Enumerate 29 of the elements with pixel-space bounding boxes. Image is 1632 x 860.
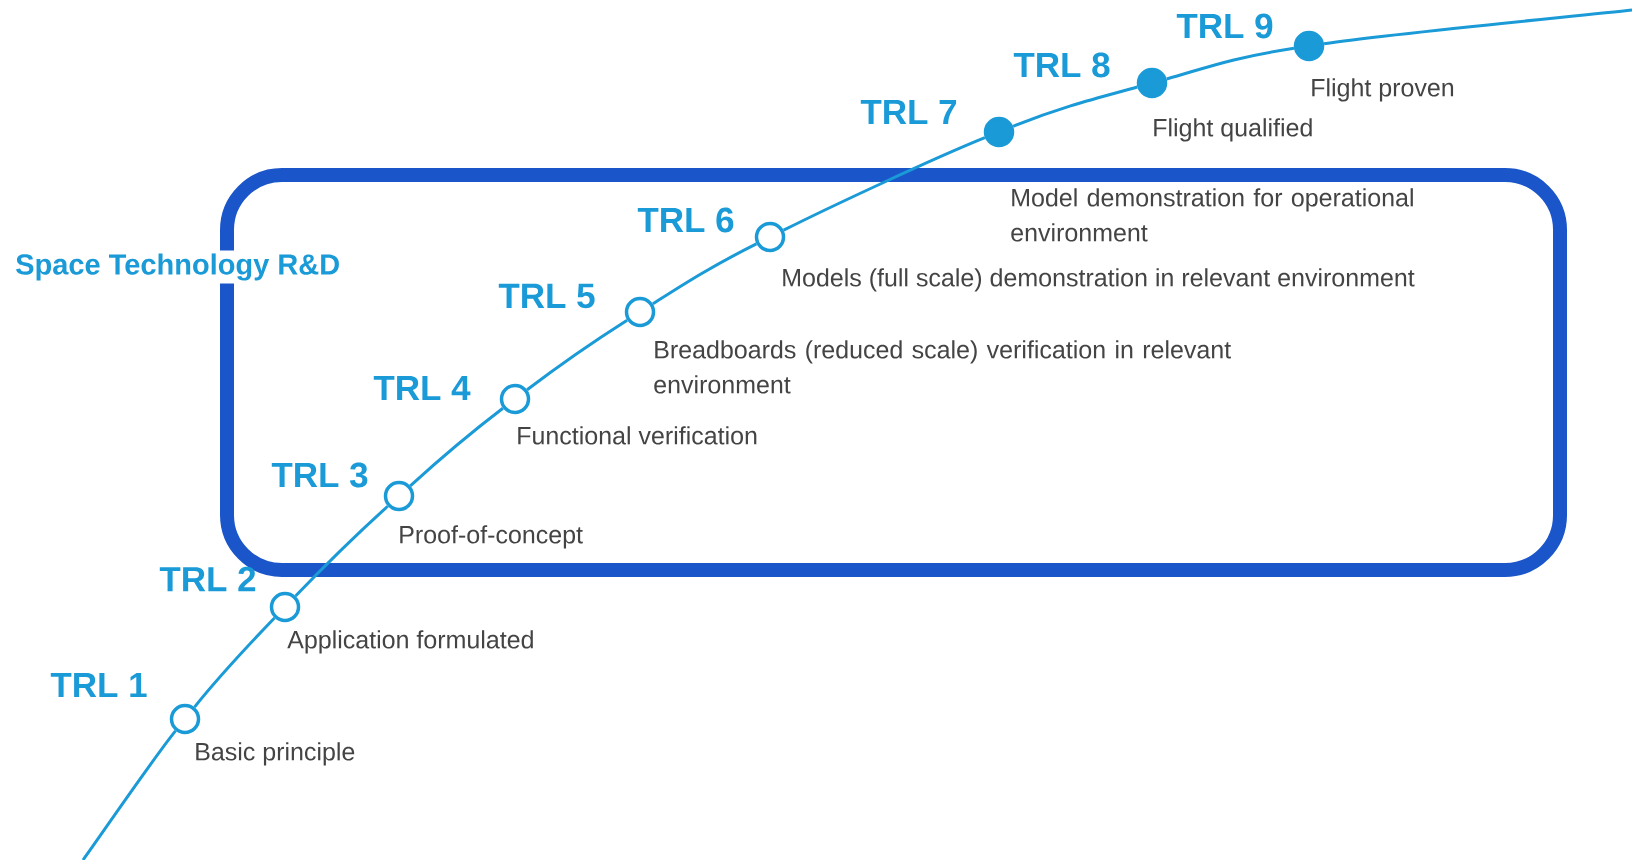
level-description: Basic principle <box>196 742 355 766</box>
level-description: Breadboards (reduced scale) verification in relevant environment <box>654 340 1231 394</box>
level-heading: TRL 4 <box>373 375 471 401</box>
level-description: Proof-of-concept <box>400 525 583 549</box>
level-heading: TRL 8 <box>1013 52 1110 78</box>
curve-line <box>782 136 986 232</box>
curve-line <box>1166 46 1295 81</box>
level-description: Functional verification <box>518 426 757 445</box>
curve-line <box>1012 85 1138 128</box>
level-heading: TRL 7 <box>860 99 957 125</box>
curve-line <box>409 407 504 487</box>
level-heading: TRL 9 <box>1176 13 1273 39</box>
group-label: Space Technology R&D <box>12 250 344 284</box>
level-description: Flight proven <box>1312 78 1454 102</box>
curve-line <box>652 242 758 306</box>
level-description: Application formulated <box>287 630 533 654</box>
level-heading: TRL 5 <box>498 283 595 309</box>
level-heading: TRL 6 <box>637 207 734 233</box>
curve-line <box>294 505 389 598</box>
curve-line <box>193 616 276 709</box>
level-description: Flight qualified <box>1154 118 1312 142</box>
level-heading: TRL 2 <box>159 566 256 592</box>
level-heading: TRL 3 <box>271 462 368 488</box>
curve-line <box>81 730 177 860</box>
level-description: Models (full scale) demonstration in relevant environment <box>783 268 1415 292</box>
level-description: Model demonstration for operational environment <box>1011 188 1413 242</box>
curve-line <box>1323 8 1632 46</box>
level-heading: TRL 1 <box>50 672 147 698</box>
curve-line <box>526 318 628 391</box>
